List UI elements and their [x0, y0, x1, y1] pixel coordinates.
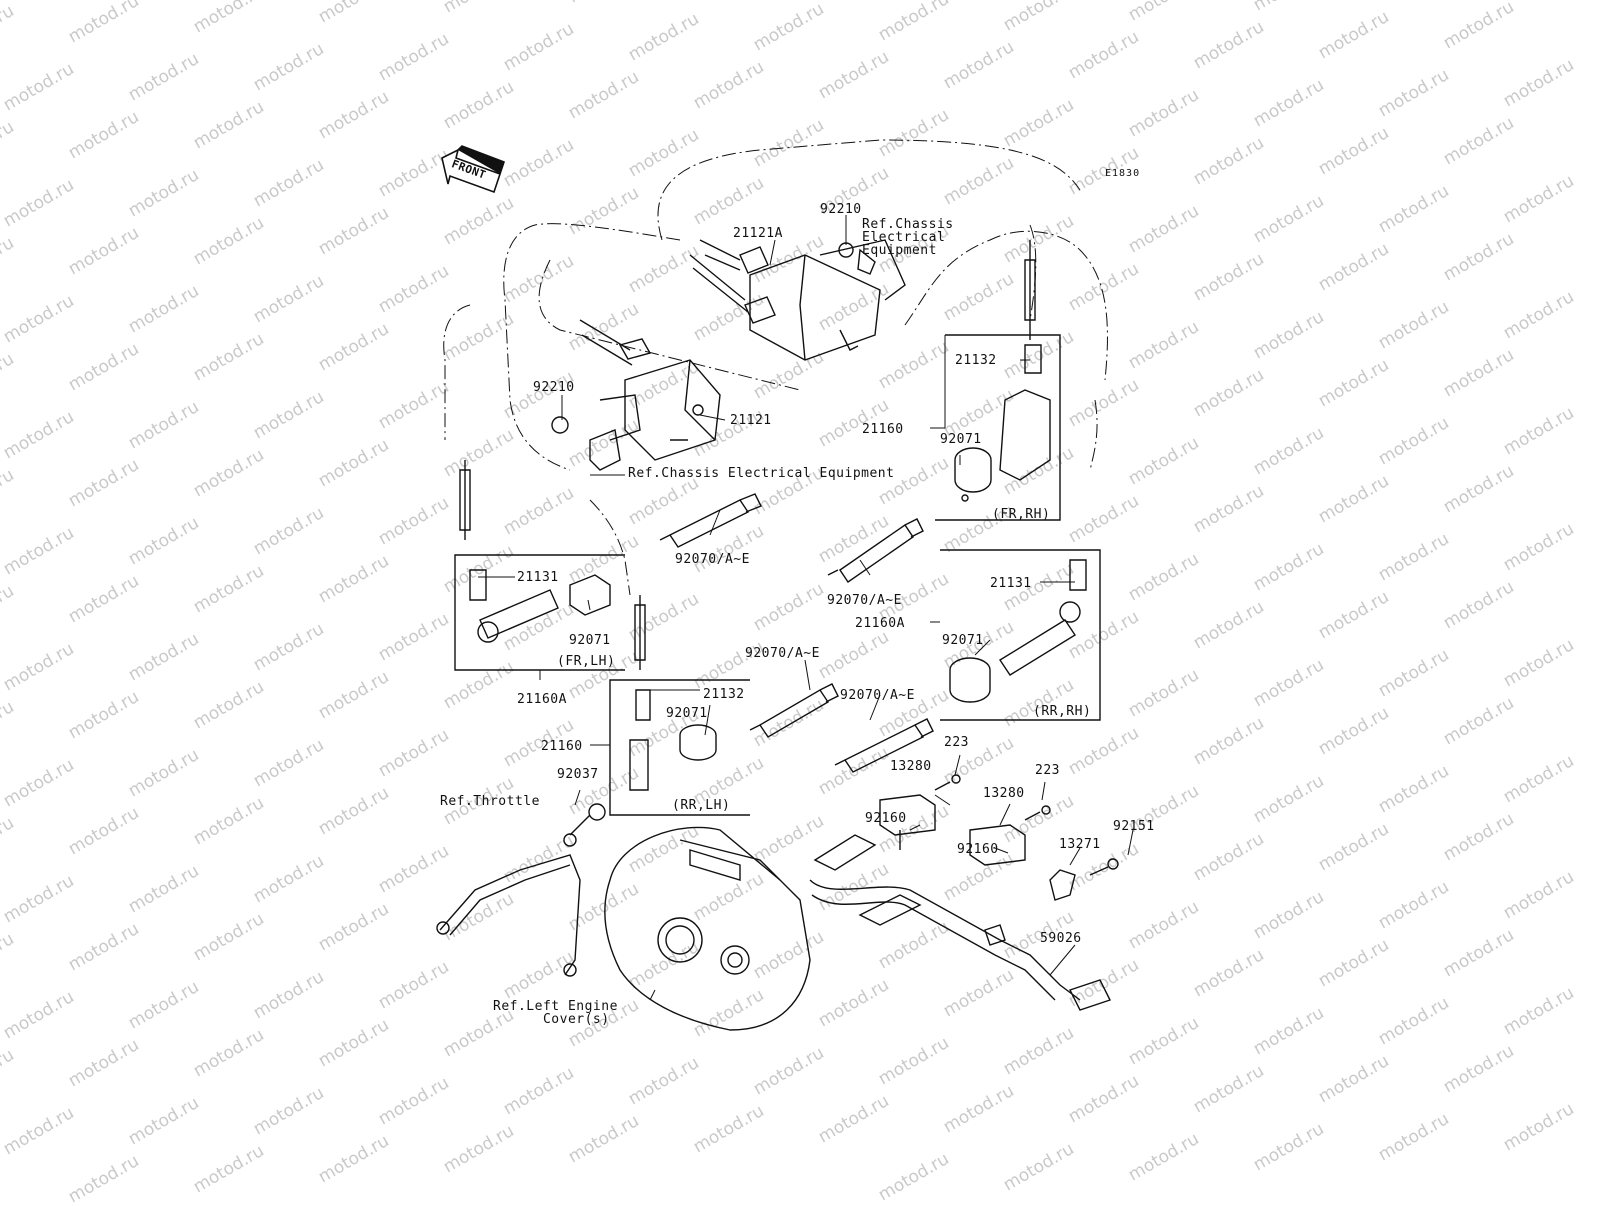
label-92070-d: 92070/A~E [840, 688, 915, 703]
front-arrow-icon [441, 145, 506, 194]
label-21132-rl: 21132 [703, 687, 745, 702]
label-13280-b: 13280 [983, 786, 1025, 801]
label-92071-fl: 92071 [569, 633, 611, 648]
label-21131-fl: 21131 [517, 570, 559, 585]
label-21160-rl: 21160 [541, 739, 583, 754]
clamp-13271 [1049, 869, 1076, 901]
label-21160A-fl: 21160A [517, 692, 567, 707]
label-92071-fr: 92071 [940, 432, 982, 447]
label-ref-chassis-top: Ref.Chassis Electrical Equipment [862, 217, 954, 258]
label-rr-lh: (RR,LH) [672, 798, 731, 813]
pickup-coil-harness [809, 834, 1111, 1011]
label-92070-b: 92070/A~E [827, 593, 902, 608]
label-92071-rr: 92071 [942, 633, 984, 648]
label-rr-rh: (RR,RH) [1033, 704, 1092, 719]
label-21132-fr: 21132 [955, 353, 997, 368]
spark-plug-lower-left [749, 683, 839, 738]
label-ref-throttle: Ref.Throttle [440, 794, 540, 809]
label-13271: 13271 [1059, 837, 1101, 852]
label-fr-rh: (FR,RH) [992, 507, 1051, 522]
label-21160-fr: 21160 [862, 422, 904, 437]
label-21121A: 21121A [733, 226, 783, 241]
label-21160A-rr: 21160A [855, 616, 905, 631]
parts-box-rr-lh [609, 595, 750, 816]
spark-plug-upper-right [827, 518, 924, 583]
throttle-bracket [436, 803, 606, 977]
label-223-b: 223 [1035, 763, 1060, 778]
bracket-92160-a [879, 794, 936, 850]
bracket-92160-b [969, 824, 1026, 866]
parts-box-rr-rh [940, 549, 1101, 721]
label-223-a: 223 [944, 735, 969, 750]
label-92037: 92037 [557, 767, 599, 782]
parts-box-fr-rh [935, 240, 1061, 521]
label-92151: 92151 [1113, 819, 1155, 834]
label-21121: 21121 [730, 413, 772, 428]
label-ref-left-engine: Ref.Left Engine Cover(s) [493, 999, 618, 1027]
label-92071-rl: 92071 [666, 706, 708, 721]
wire-route-lines [443, 139, 1108, 596]
label-92160-a: 92160 [865, 811, 907, 826]
ignition-coil-21121A [689, 239, 906, 361]
diagram-code: E1830 [1105, 168, 1141, 179]
label-fr-lh: (FR,LH) [557, 654, 616, 669]
spark-plug-lower-right [834, 718, 934, 773]
label-92070-a: 92070/A~E [675, 552, 750, 567]
label-59026: 59026 [1040, 931, 1082, 946]
label-92070-c: 92070/A~E [745, 646, 820, 661]
label-92210-left: 92210 [533, 380, 575, 395]
left-engine-cover [604, 826, 811, 1031]
ignition-coil-21121 [551, 319, 721, 471]
label-92210-top: 92210 [820, 202, 862, 217]
leader-lines [478, 215, 1134, 1001]
spark-plug-upper-left [659, 493, 762, 548]
bolts [934, 774, 1119, 876]
label-92160-b: 92160 [957, 842, 999, 857]
label-13280-a: 13280 [890, 759, 932, 774]
label-21131-rr: 21131 [990, 576, 1032, 591]
label-ref-chassis-mid: Ref.Chassis Electrical Equipment [628, 466, 895, 481]
